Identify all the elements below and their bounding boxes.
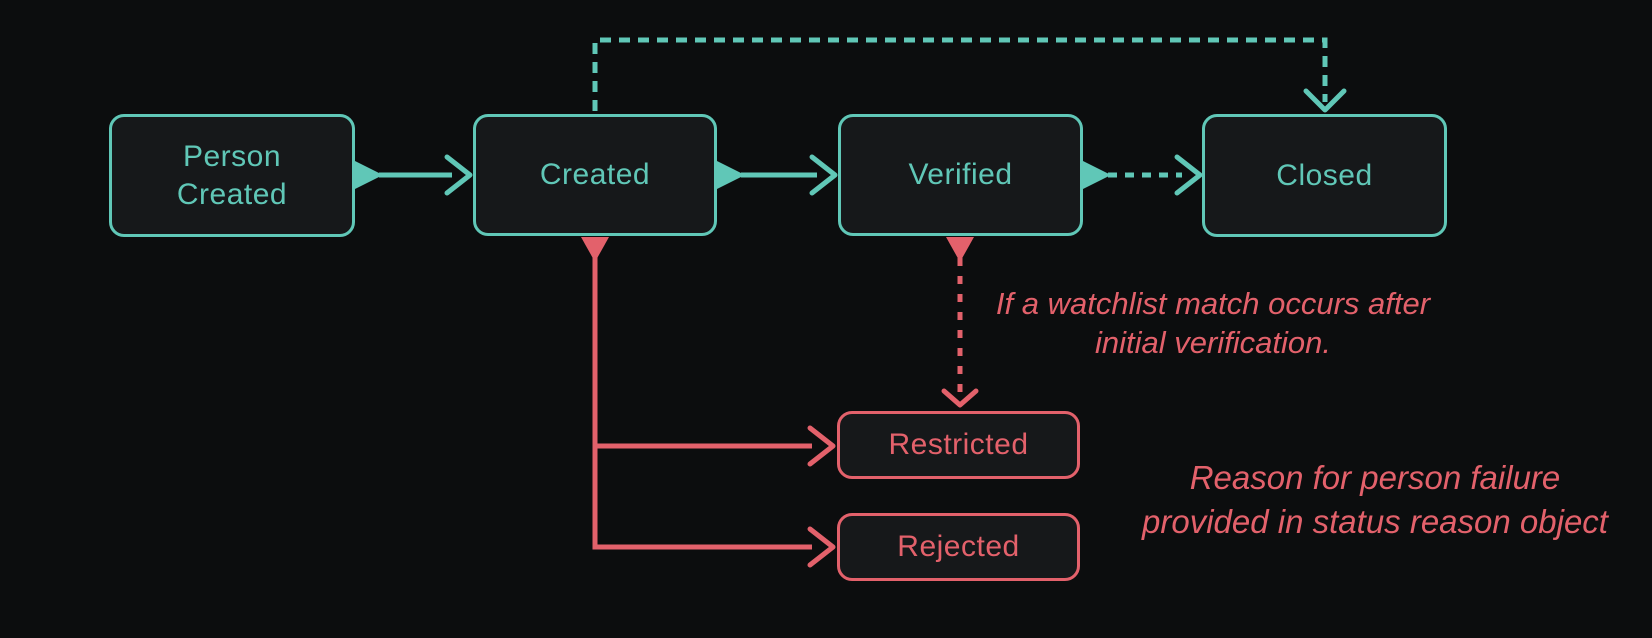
node-label: Verified xyxy=(908,158,1013,191)
node-label: Rejected xyxy=(897,530,1020,563)
arrowhead-icon xyxy=(444,154,473,196)
arrow-source-triangle xyxy=(1083,161,1111,189)
edge-created-to-closed xyxy=(592,37,1347,113)
note-status-reason: Reason for person failure provided in st… xyxy=(1142,459,1608,540)
node-verified: Verified xyxy=(838,114,1083,236)
node-restricted: Restricted xyxy=(837,411,1080,479)
node-label: Person Created xyxy=(176,139,288,211)
node-rejected: Rejected xyxy=(837,513,1080,581)
arrowhead-icon xyxy=(809,154,838,196)
edge-person-created-to-created xyxy=(355,154,473,196)
arrowhead-icon xyxy=(807,526,836,568)
arrow-source-triangle xyxy=(355,161,383,189)
edge-verified-to-closed xyxy=(1083,154,1203,196)
node-person-created: Person Created xyxy=(109,114,355,237)
node-label: Restricted xyxy=(888,428,1029,461)
edge-created-to-verified xyxy=(717,154,838,196)
arrowhead-icon xyxy=(941,388,979,408)
arrow-source-triangle xyxy=(946,237,974,262)
arrowhead-icon xyxy=(807,425,836,467)
arrowhead-icon xyxy=(1174,154,1203,196)
node-created: Created xyxy=(473,114,717,236)
node-label: Created xyxy=(539,158,651,191)
edge-verified-to-restricted xyxy=(941,237,979,408)
edge-created-to-restricted-rejected xyxy=(581,237,836,568)
note-watchlist-match: If a watchlist match occurs after initia… xyxy=(995,286,1431,360)
arrow-source-triangle xyxy=(717,161,745,189)
arrow-source-triangle xyxy=(581,237,609,262)
node-closed: Closed xyxy=(1202,114,1447,237)
node-label: Closed xyxy=(1276,158,1373,192)
arrowhead-icon xyxy=(1303,88,1347,113)
